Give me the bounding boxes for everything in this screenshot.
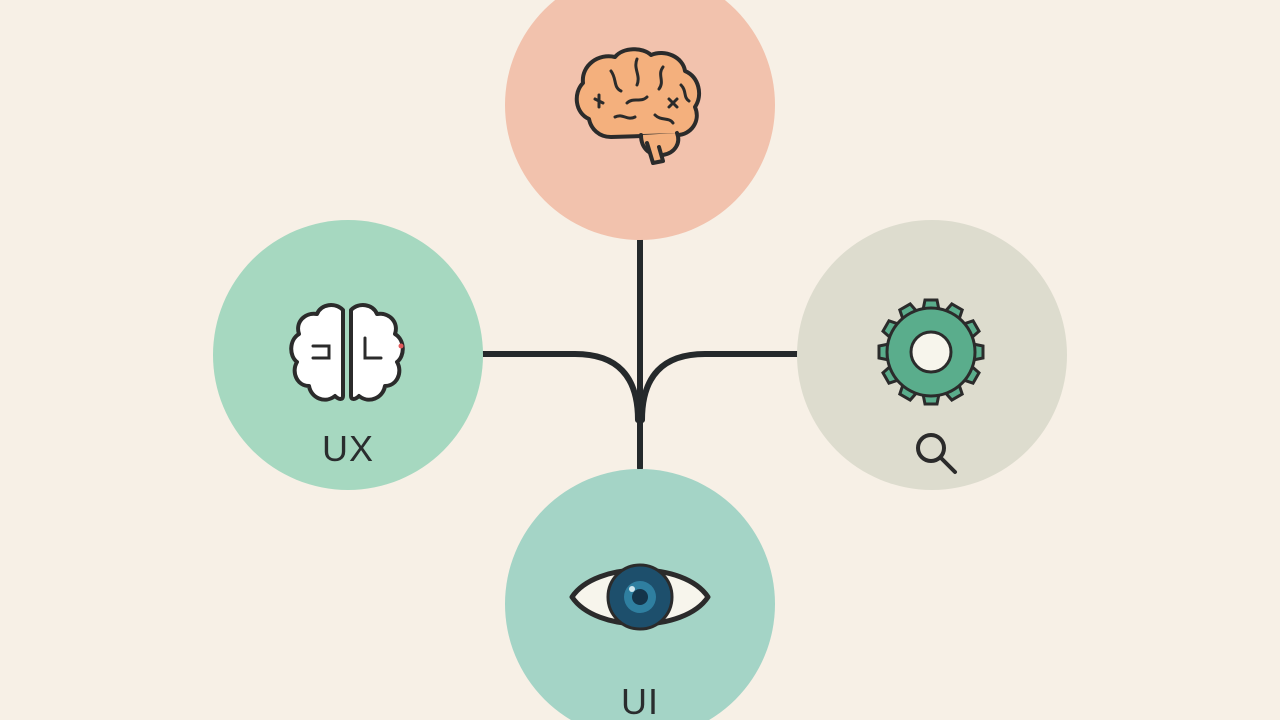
- eye-icon: [569, 563, 711, 631]
- node-ui: UI: [505, 469, 775, 720]
- split-brain-icon: [289, 303, 405, 402]
- gear-icon: [877, 298, 985, 406]
- connector-left-to-hub: [480, 351, 641, 423]
- ui-label: UI: [621, 681, 659, 720]
- ux-label: UX: [321, 428, 374, 469]
- connector-right-to-hub: [639, 351, 800, 423]
- magnifier-icon: [916, 433, 957, 474]
- node-ux: UX: [213, 220, 483, 490]
- brain-icon: [574, 47, 702, 165]
- node-research: [797, 220, 1067, 490]
- node-brain: [505, 0, 775, 240]
